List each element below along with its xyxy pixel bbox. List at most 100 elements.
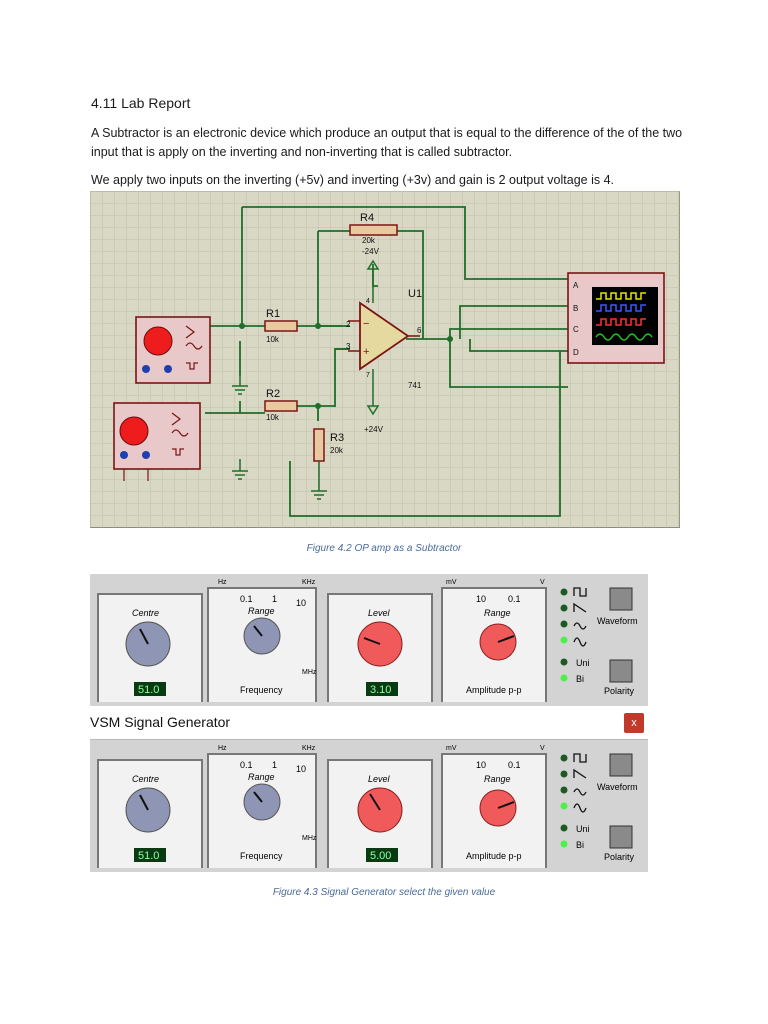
freq-range-c: 10	[296, 598, 306, 608]
svg-text:+: +	[363, 346, 369, 358]
value-r1: 10k	[266, 335, 280, 344]
label-opamp-model: 741	[408, 381, 422, 390]
resistor-r1	[264, 320, 298, 332]
polarity-button[interactable]	[609, 825, 633, 849]
bi-label: Bi	[576, 674, 584, 684]
uni-label: Uni	[576, 658, 590, 668]
amp-range-a: 10	[476, 760, 486, 770]
figure-caption-generator: Figure 4.3 Signal Generator select the g…	[272, 887, 496, 898]
sine-wave-icon	[573, 622, 587, 630]
freq-range-b: 1	[272, 760, 277, 770]
freq-range-c: 10	[296, 764, 306, 774]
scope-channel-a: A	[573, 281, 579, 290]
level-label: Level	[368, 774, 391, 784]
opamp-u1	[359, 301, 410, 371]
resistor-r2	[264, 400, 298, 412]
frequency-range-label: Range	[248, 606, 275, 616]
signal-generator-panel-1: 51.0 Centre Hz KHz Range Frequency MHz 0…	[90, 574, 648, 706]
amplitude-label: Amplitude p-p	[466, 685, 522, 695]
sawtooth-wave-icon	[573, 602, 587, 613]
frequency-label: Frequency	[240, 685, 283, 695]
figure-caption-circuit: Figure 4.2 OP amp as a Subtractor	[306, 543, 462, 554]
uni-label: Uni	[576, 824, 590, 834]
square-wave-icon	[573, 587, 587, 597]
mv-label: mV	[446, 745, 457, 752]
waveform-label: Waveform	[597, 616, 638, 626]
polarity-label: Polarity	[604, 686, 635, 696]
v-label: V	[540, 579, 545, 586]
oscilloscope	[567, 272, 665, 364]
waveform-leds[interactable]	[560, 754, 568, 848]
level-value: 3.10	[370, 684, 391, 696]
waveform-leds[interactable]	[560, 588, 568, 682]
pin-7: 7	[366, 372, 370, 379]
pos-supply-arrow	[366, 405, 380, 416]
label-r2: R2	[266, 388, 280, 400]
waveform-button[interactable]	[609, 753, 633, 777]
mhz-label: MHz	[302, 835, 317, 842]
centre-label: Centre	[132, 608, 159, 618]
wires	[195, 206, 568, 517]
label-r1: R1	[266, 308, 280, 320]
label-u1: U1	[408, 288, 422, 300]
amplitude-label: Amplitude p-p	[466, 851, 522, 861]
value-r4: 20k	[362, 236, 376, 245]
close-icon[interactable]: x	[624, 713, 644, 733]
paragraph-inputs: We apply two inputs on the inverting (+5…	[91, 173, 614, 187]
bi-label: Bi	[576, 840, 584, 850]
signal-generator-panel-2: 51.0 Centre Hz KHz Range Frequency MHz 0…	[90, 740, 648, 872]
v-label: V	[540, 745, 545, 752]
amp-range-b: 0.1	[508, 594, 521, 604]
polarity-button[interactable]	[609, 659, 633, 683]
frequency-label: Frequency	[240, 851, 283, 861]
sawtooth-wave-icon	[573, 768, 587, 779]
freq-range-a: 0.1	[240, 594, 253, 604]
svg-text:−: −	[363, 318, 369, 330]
generator-symbol-1	[135, 316, 211, 384]
pin-2: 2	[346, 320, 351, 329]
label-r3: R3	[330, 432, 344, 444]
khz-label: KHz	[302, 579, 316, 586]
waveform-label: Waveform	[597, 782, 638, 792]
frequency-range-label: Range	[248, 772, 275, 782]
level-label: Level	[368, 608, 391, 618]
resistor-r3	[313, 428, 325, 462]
waveform-button[interactable]	[609, 587, 633, 611]
mhz-label: MHz	[302, 669, 317, 676]
amp-range-a: 10	[476, 594, 486, 604]
pin-3: 3	[346, 342, 351, 351]
generator-window-title: VSM Signal Generator	[90, 714, 231, 730]
scope-channel-c: C	[573, 325, 579, 334]
centre-display	[134, 848, 166, 862]
freq-range-b: 1	[272, 594, 277, 604]
scope-channel-d: D	[573, 348, 579, 357]
mv-label: mV	[446, 579, 457, 586]
paragraph-definition: A Subtractor is an electronic device whi…	[91, 126, 683, 159]
amp-range-b: 0.1	[508, 760, 521, 770]
khz-label: KHz	[302, 745, 316, 752]
value-r3: 20k	[330, 446, 344, 455]
amplitude-range-label: Range	[484, 774, 511, 784]
triangle-wave-icon	[573, 803, 587, 813]
ground-symbols	[232, 376, 327, 500]
amplitude-range-label: Range	[484, 608, 511, 618]
pin-4: 4	[366, 298, 370, 305]
centre-label: Centre	[132, 774, 159, 784]
hz-label: Hz	[218, 745, 227, 752]
label-pos-supply: +24V	[364, 425, 384, 434]
generator-window-titlebar: VSM Signal Generator x	[90, 709, 648, 740]
sine-wave-icon	[573, 788, 587, 796]
freq-range-a: 0.1	[240, 760, 253, 770]
generator-symbol-2	[113, 402, 201, 481]
hz-label: Hz	[218, 579, 227, 586]
resistor-r4	[349, 224, 398, 236]
centre-value: 51.0	[138, 850, 159, 862]
label-neg-supply: -24V	[362, 247, 380, 256]
level-display	[366, 682, 398, 696]
polarity-label: Polarity	[604, 852, 635, 862]
junctions	[239, 323, 453, 409]
value-r2: 10k	[266, 413, 280, 422]
centre-value: 51.0	[138, 684, 159, 696]
report-heading: 4.11 Lab Report	[91, 95, 191, 111]
centre-display	[134, 682, 166, 696]
